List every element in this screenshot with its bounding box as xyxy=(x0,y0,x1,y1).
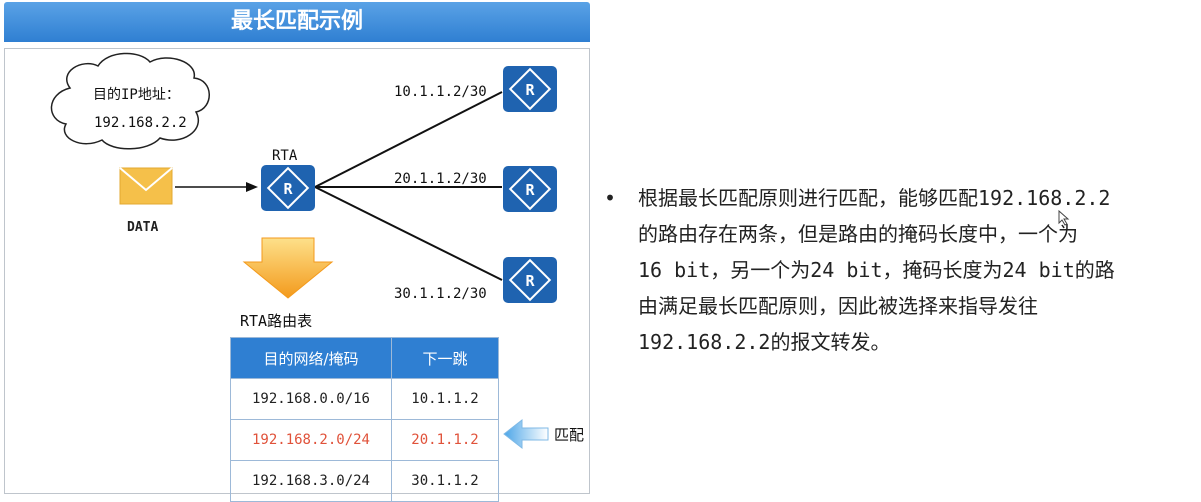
explanation-line: 由满足最长匹配原则，因此被选择来指导发往 xyxy=(638,294,1038,318)
route-next-hop: 30.1.1.2 xyxy=(391,460,499,502)
table-row-matched: 192.168.2.0/24 20.1.1.2 xyxy=(230,419,499,461)
header-destination: 目的网络/掩码 xyxy=(230,337,392,379)
bullet: • xyxy=(604,186,617,210)
route-destination: 192.168.3.0/24 xyxy=(230,460,392,502)
router-label-rta: RTA xyxy=(272,148,298,164)
down-arrow-icon xyxy=(242,237,334,299)
left-arrow-icon xyxy=(503,418,549,450)
match-label: 匹配 xyxy=(554,426,584,444)
explanation-line: 16 bit，另一个为24 bit，掩码长度为24 bit的路 xyxy=(638,258,1115,282)
route-next-hop: 10.1.1.2 xyxy=(391,378,499,420)
table-title: RTA路由表 xyxy=(240,312,312,330)
envelope-icon xyxy=(119,167,173,205)
explanation-text: 根据最长匹配原则进行匹配，能够匹配192.168.2.2 的路由存在两条，但是路… xyxy=(638,180,1184,360)
cloud-text-line1: 目的IP地址： xyxy=(93,87,180,103)
table-row: 192.168.0.0/16 10.1.1.2 xyxy=(230,378,499,420)
cloud-text-line2: 192.168.2.2 xyxy=(94,115,187,131)
router-icon xyxy=(260,164,316,212)
packet-arrow-head xyxy=(246,182,258,192)
header-next-hop: 下一跳 xyxy=(391,337,499,379)
next-hop-label: 30.1.1.2/30 xyxy=(394,286,487,302)
routing-table: 目的网络/掩码 下一跳 192.168.0.0/16 10.1.1.2 192.… xyxy=(230,337,499,502)
route-next-hop: 20.1.1.2 xyxy=(391,419,499,461)
route-destination: 192.168.0.0/16 xyxy=(230,378,392,420)
cursor-icon xyxy=(1058,210,1070,226)
explanation-line: 根据最长匹配原则进行匹配，能够匹配192.168.2.2 xyxy=(638,186,1111,210)
explanation-line: 192.168.2.2的报文转发。 xyxy=(638,330,891,354)
packet-label: DATA xyxy=(127,220,158,235)
link-to-router-1 xyxy=(314,91,503,188)
slide-title: 最长匹配示例 xyxy=(4,2,590,42)
destination-cloud: 目的IP地址： 192.168.2.2 xyxy=(50,52,210,150)
router-icon xyxy=(502,256,558,304)
table-header-row: 目的网络/掩码 下一跳 xyxy=(230,337,499,379)
network-diagram: R 目的IP地址： 192.168.2.2 DATA RTA 10.1.1.2/… xyxy=(50,52,584,450)
next-hop-label: 20.1.1.2/30 xyxy=(394,171,487,187)
route-destination: 192.168.2.0/24 xyxy=(230,419,392,461)
router-icon xyxy=(502,165,558,213)
next-hop-label: 10.1.1.2/30 xyxy=(394,84,487,100)
link-to-router-3 xyxy=(314,186,503,281)
table-row: 192.168.3.0/24 30.1.1.2 xyxy=(230,460,499,502)
explanation-line: 的路由存在两条，但是路由的掩码长度中，一个为 xyxy=(638,222,1078,246)
router-icon xyxy=(502,65,558,113)
